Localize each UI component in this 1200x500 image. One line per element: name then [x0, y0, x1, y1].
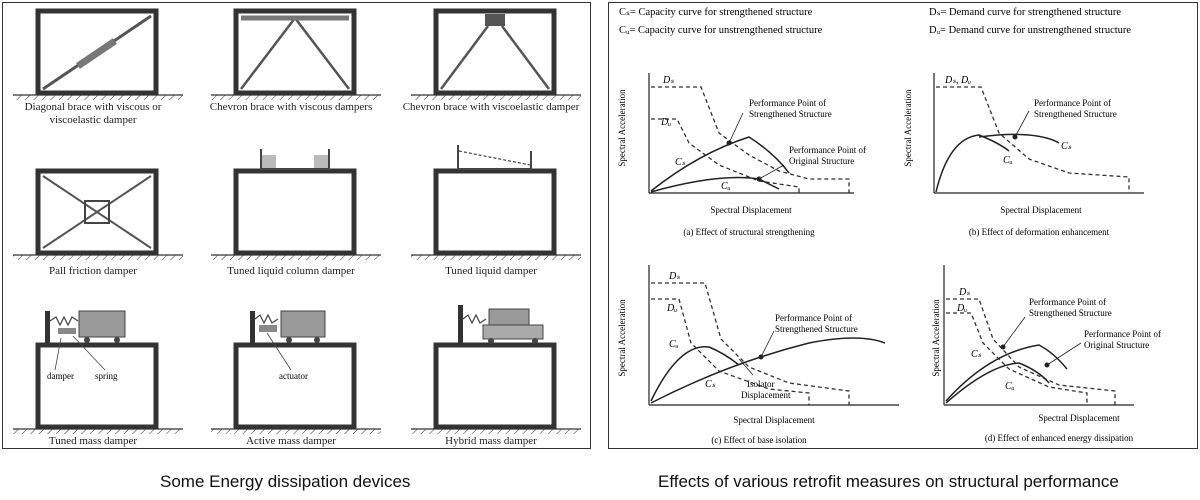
plot-b-pp-line1: Performance Point of [1034, 98, 1111, 108]
plot-d-po-line1: Performance Point of [1084, 329, 1161, 339]
plot-c-iso-line1: Isolator [747, 379, 775, 389]
right-caption: Effects of various retrofit measures on … [658, 472, 1119, 491]
plot-d-cu: Cᵤ [1005, 381, 1015, 392]
plot-a-cs: Cₛ [675, 157, 686, 168]
plot-b-d: Dₛ, Dᵤ [944, 75, 971, 86]
plot-a-y-label: Spectral Acceleration [617, 89, 627, 167]
device-label: Diagonal brace with viscous or viscoelas… [24, 101, 162, 126]
plot-c-cs: Cₛ [705, 379, 716, 390]
device-label: Chevron brace with viscoelastic damper [402, 101, 580, 113]
plot-c-cu: Cᵤ [669, 339, 679, 350]
plot-d-pp-line1: Performance Point of [1029, 297, 1106, 307]
plot-a-po-line2: Original Structure [789, 156, 854, 166]
plot-d-caption: (d) Effect of enhanced energy dissipatio… [985, 433, 1134, 443]
tuned-liquid-column-frame [211, 149, 381, 260]
plot-d-po-line2: Original Structure [1084, 340, 1149, 350]
retrofit-plots: Cₛ= Capacity curve for strengthened stru… [617, 7, 1161, 445]
legend-cu: Cᵤ= Capacity curve for unstrengthened st… [619, 25, 823, 36]
plot-c-pp-line1: Performance Point of [775, 313, 852, 323]
plot-c-du: Dᵤ [666, 303, 677, 314]
device-label: Tuned liquid column damper [227, 265, 355, 277]
left-caption: Some Energy dissipation devices [160, 472, 411, 491]
device-label: Pall friction damper [49, 265, 137, 277]
energy-devices-panel: damper spring actuator Diagonal brace wi… [2, 2, 591, 449]
retrofit-effects-panel: Cₛ= Capacity curve for strengthened stru… [608, 2, 1198, 449]
spring-annotation: spring [95, 371, 118, 381]
plot-c-ds: Dₛ [668, 271, 680, 282]
plot-a-caption: (a) Effect of structural strengthening [683, 227, 815, 237]
plot-b-caption: (b) Effect of deformation enhancement [969, 227, 1110, 237]
device-label: Hybrid mass damper [445, 435, 537, 447]
plot-a-pp-line2: Strengthened Structure [749, 109, 832, 119]
devices-drawing: damper spring actuator [13, 8, 581, 434]
legend-ds: Dₛ= Demand curve for strengthened struct… [929, 7, 1121, 18]
plot-a-ds: Dₛ [662, 75, 674, 86]
device-label: Active mass damper [246, 435, 336, 447]
plot-a-po-line1: Performance Point of [789, 145, 866, 155]
tuned-mass-frame [13, 310, 183, 434]
chevron-viscoelastic-frame [411, 8, 581, 100]
plot-a-du: Dᵤ [660, 117, 671, 128]
plot-d-du: Dᵤ [956, 303, 967, 314]
diagonal-brace-frame [13, 8, 183, 100]
hybrid-mass-frame [411, 305, 581, 434]
plot-b-pp-line2: Strengthened Structure [1034, 109, 1117, 119]
plot-b-cs: Cₛ [1061, 141, 1072, 152]
device-label: Tuned mass damper [48, 435, 138, 447]
device-label: Chevron brace with viscous dampers [209, 101, 373, 113]
legend-cs: Cₛ= Capacity curve for strengthened stru… [619, 7, 813, 18]
chevron-viscous-frame [211, 8, 381, 100]
tuned-liquid-frame [411, 145, 581, 260]
pall-friction-frame [13, 168, 183, 260]
plot-b [933, 73, 1144, 194]
plot-c-pp-line2: Strengthened Structure [775, 324, 858, 334]
plot-a-cu: Cᵤ [721, 181, 731, 192]
plot-c-iso-line2: Displacement [741, 390, 791, 400]
damper-annotation: damper [47, 371, 74, 381]
plot-a-pp-line1: Performance Point of [749, 98, 826, 108]
plot-d-ds: Dₛ [958, 287, 970, 298]
plot-d-x-label: Spectral Displacement [1038, 413, 1120, 423]
plot-c [648, 265, 899, 406]
plot-c-y-label: Spectral Acceleration [617, 299, 627, 377]
plot-d [943, 265, 1134, 406]
plot-b-cu: Cᵤ [1003, 155, 1013, 166]
plot-b-y-label: Spectral Acceleration [903, 89, 913, 167]
legend-du: Dᵤ= Demand curve for unstrengthened stru… [929, 25, 1131, 36]
plot-c-caption: (c) Effect of base isolation [711, 435, 807, 445]
device-label: Tuned liquid damper [445, 265, 537, 277]
plot-d-pp-line2: Strengthened Structure [1029, 308, 1112, 318]
plot-d-cs: Cₛ [971, 349, 982, 360]
plot-d-y-label: Spectral Acceleration [931, 299, 941, 377]
plot-a-x-label: Spectral Displacement [710, 205, 792, 215]
plot-a [648, 73, 854, 194]
plot-c-x-label: Spectral Displacement [733, 415, 815, 425]
actuator-annotation: actuator [279, 371, 308, 381]
plot-b-x-label: Spectral Displacement [1000, 205, 1082, 215]
active-mass-frame [211, 310, 381, 434]
